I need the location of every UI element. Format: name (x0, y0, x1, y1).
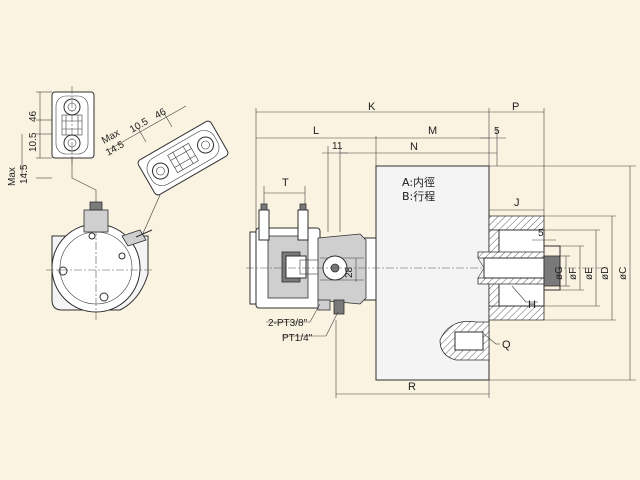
valve-assembly: 28 (249, 203, 367, 315)
left-dim-46: 46 (28, 110, 39, 122)
left-dim-max: Max (7, 167, 18, 186)
dim-J: J (489, 197, 544, 211)
leader-Q: Q (483, 333, 511, 351)
dim-label-R: R (408, 381, 416, 393)
left-dim-105: 10.5 (28, 132, 39, 152)
dim-label-N: N (410, 141, 418, 153)
rot-dim-46: 46 (153, 106, 169, 121)
dim-label-P: P (512, 101, 519, 113)
port-leaders: 2-PT3/8" PT1/4" (266, 303, 339, 344)
dim-label-phiD: øD (600, 267, 611, 280)
dim-label-5-top: 5 (494, 126, 500, 137)
label-pt38: 2-PT3/8" (268, 318, 308, 329)
side-view: 46 10.5 14.5 Max Max 14. (7, 86, 229, 320)
dim-5-bore: 5 (532, 228, 556, 241)
dim-label-phiF: øF (568, 268, 579, 280)
left-dimensions: 46 10.5 14.5 Max (7, 91, 52, 186)
main-section-view: K P L M 5 11 N T (246, 101, 636, 398)
label-pt14: PT1/4" (282, 333, 313, 344)
legend-stroke: B:行程 (402, 190, 435, 203)
valve-front-block (51, 86, 95, 165)
dim-label-5-bore: 5 (538, 228, 544, 239)
rot-dim-105: 10.5 (128, 116, 151, 135)
legend-bore: A:内徑 (402, 175, 435, 189)
dim-label-K: K (368, 101, 376, 113)
dim-label-Q: Q (502, 339, 511, 351)
dim-label-M: M (428, 125, 437, 137)
leader-H: H (511, 285, 538, 311)
dim-label-L: L (313, 125, 319, 137)
dim-label-11: 11 (332, 141, 343, 152)
dim-T: T (263, 177, 306, 212)
dim-label-phiE: øE (584, 267, 595, 280)
diameter-dimensions: øG øF øE øD øC (489, 165, 636, 381)
dim-label-phiG: øG (554, 266, 565, 280)
valve-rotated-block (137, 120, 229, 196)
cylinder-end-view (46, 201, 153, 320)
dim-label-28: 28 (344, 266, 355, 278)
dim-label-T: T (282, 177, 289, 189)
rod-end-bore (477, 215, 561, 321)
dim-label-phiC: øC (618, 267, 629, 280)
dim-R: R (335, 320, 490, 398)
dim-label-H: H (528, 299, 536, 311)
left-dim-145: 14.5 (19, 164, 30, 184)
dim-label-J: J (514, 197, 520, 209)
